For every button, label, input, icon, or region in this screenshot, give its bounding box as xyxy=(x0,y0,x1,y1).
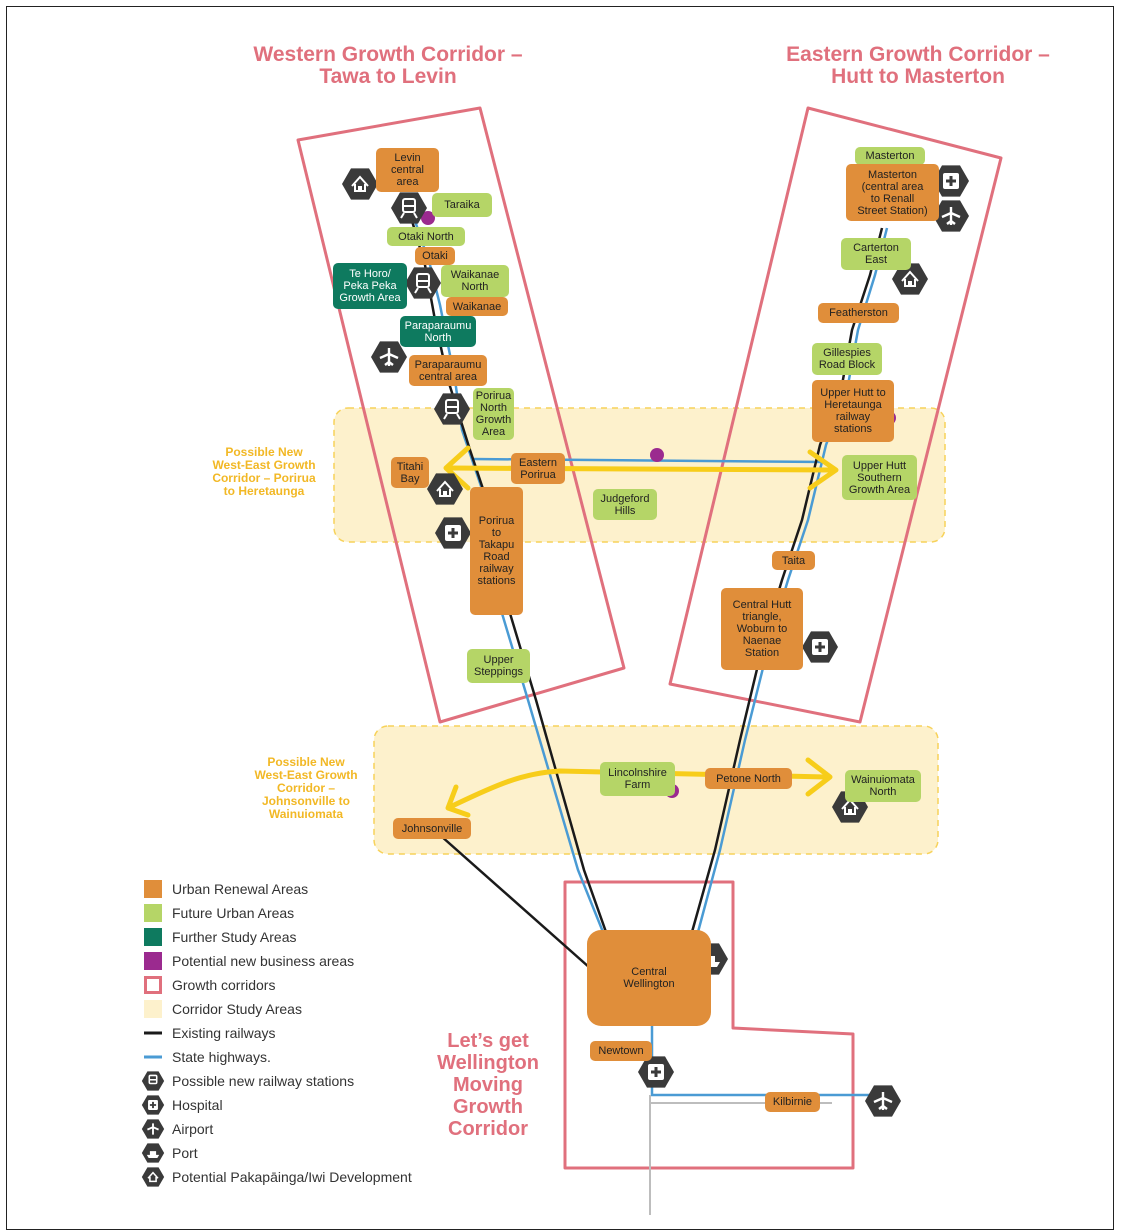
legend-label: Possible new railway stations xyxy=(172,1073,355,1089)
legend-item-airport: Airport xyxy=(142,1119,213,1139)
legend-item-iwi-development: Potential Pakapāinga/Iwi Development xyxy=(142,1167,412,1187)
highway-kilbirnie xyxy=(650,1025,876,1097)
place-newtown: Newtown xyxy=(590,1041,652,1061)
legend-item-port: Port xyxy=(142,1143,198,1163)
airport-icon xyxy=(371,341,407,373)
place-judgeford-hills: Judgeford Hills xyxy=(593,489,657,520)
train-icon xyxy=(405,267,441,299)
lgwm-corridor-title: Let’s get Wellington Moving Growth Corri… xyxy=(437,1030,539,1140)
lower-corridor-title: Possible New West-East Growth Corridor –… xyxy=(254,755,358,821)
legend-item-growth-corridors: Growth corridors xyxy=(142,975,275,995)
western-corridor-title: Western Growth Corridor – Tawa to Levin xyxy=(253,43,523,88)
airport-icon xyxy=(933,200,969,232)
legend-label: Hospital xyxy=(172,1097,223,1113)
house-icon xyxy=(427,473,463,505)
place-porirua-north: Porirua North Growth Area xyxy=(473,388,514,440)
place-gillespies: Gillespies Road Block xyxy=(812,343,882,375)
legend-label: Airport xyxy=(172,1121,214,1137)
place-masterton-central: Masterton (central area to Renall Street… xyxy=(846,164,939,221)
place-central-wellington: Central Wellington xyxy=(587,930,711,1026)
arrow-lower-west-east xyxy=(445,757,833,818)
western-growth-corridor-outline xyxy=(296,106,626,724)
place-waikanae-north: Waikanae North xyxy=(441,265,509,297)
place-lincolnshire-farm: Lincolnshire Farm xyxy=(600,762,675,796)
legend-item-hospital: Hospital xyxy=(142,1095,223,1115)
legend-label: Corridor Study Areas xyxy=(172,1001,302,1017)
legend-label: Port xyxy=(172,1145,198,1161)
legend-item-business-areas: Potential new business areas xyxy=(142,951,354,971)
legend-label: Further Study Areas xyxy=(172,929,297,945)
upper-corridor-title: Possible New West-East Growth Corridor –… xyxy=(212,445,316,498)
place-kilbirnie: Kilbirnie xyxy=(765,1092,820,1112)
place-titahi-bay: Titahi Bay xyxy=(391,457,429,488)
legend-label: Existing railways xyxy=(172,1025,276,1041)
business-area-porirua-cross xyxy=(650,448,664,462)
place-johnsonville: Johnsonville xyxy=(393,818,471,839)
place-otaki-north: Otaki North xyxy=(387,227,465,246)
legend-graphics xyxy=(141,880,165,1187)
legend-label: Growth corridors xyxy=(172,977,276,993)
place-taraika: Taraika xyxy=(432,193,492,217)
place-levin: Levin central area xyxy=(376,148,439,192)
eastern-corridor-title: Eastern Growth Corridor – Hutt to Master… xyxy=(786,43,1050,88)
hospital-icon xyxy=(638,1056,674,1088)
place-paraparaumu-central: Paraparaumu central area xyxy=(409,355,487,386)
place-carterton-east: Carterton East xyxy=(841,238,911,270)
place-waikanae: Waikanae xyxy=(446,297,508,316)
legend-item-future-urban: Future Urban Areas xyxy=(142,903,294,923)
place-paraparaumu-north: Paraparaumu North xyxy=(400,316,476,347)
place-petone-north: Petone North xyxy=(705,768,792,789)
eastern-growth-corridor-outline xyxy=(668,106,1003,724)
train-icon xyxy=(434,393,470,425)
house-icon xyxy=(892,263,928,295)
place-upper-hutt-southern: Upper Hutt Southern Growth Area xyxy=(842,455,917,500)
place-otaki: Otaki xyxy=(415,247,455,265)
railway-johnsonville xyxy=(431,827,591,969)
legend-item-railway-stations: Possible new railway stations xyxy=(142,1071,354,1091)
legend-label: State highways. xyxy=(172,1049,271,1065)
legend-item-highways: State highways. xyxy=(142,1047,271,1067)
legend-item-corridor-study: Corridor Study Areas xyxy=(142,999,302,1019)
road-south xyxy=(649,1095,832,1215)
hospital-icon xyxy=(802,631,838,663)
business-area-taraika xyxy=(421,211,435,225)
place-te-horo: Te Horo/ Peka Peka Growth Area xyxy=(333,263,407,309)
place-upper-hutt-heretaunga: Upper Hutt to Heretaunga railway station… xyxy=(812,380,894,442)
place-featherston: Featherston xyxy=(818,303,899,323)
legend-label: Potential Pakapāinga/Iwi Development xyxy=(172,1169,412,1185)
hospital-icon xyxy=(933,165,969,197)
train-icon xyxy=(391,192,427,224)
place-eastern-porirua: Eastern Porirua xyxy=(511,453,565,484)
place-central-hutt: Central Hutt triangle, Woburn to Naenae … xyxy=(721,588,803,670)
place-masterton: Masterton xyxy=(855,147,925,165)
legend-item-urban-renewal: Urban Renewal Areas xyxy=(142,879,308,899)
place-wainuiomata-north: Wainuiomata North xyxy=(845,770,921,802)
house-icon xyxy=(342,168,378,200)
legend-item-further-study: Further Study Areas xyxy=(142,927,297,947)
legend-item-railways: Existing railways xyxy=(142,1023,275,1043)
place-upper-steppings: Upper Steppings xyxy=(467,649,530,683)
place-porirua-takapu: Porirua to Takapu Road railway stations xyxy=(470,487,523,615)
airport-icon xyxy=(865,1085,901,1117)
legend-label: Future Urban Areas xyxy=(172,905,295,921)
hospital-icon xyxy=(435,517,471,549)
legend-label: Urban Renewal Areas xyxy=(172,881,309,897)
lgwm-growth-corridor-outline xyxy=(563,880,855,1170)
map-frame xyxy=(6,6,1114,1230)
place-taita: Taita xyxy=(772,551,815,570)
legend-label: Potential new business areas xyxy=(172,953,355,969)
